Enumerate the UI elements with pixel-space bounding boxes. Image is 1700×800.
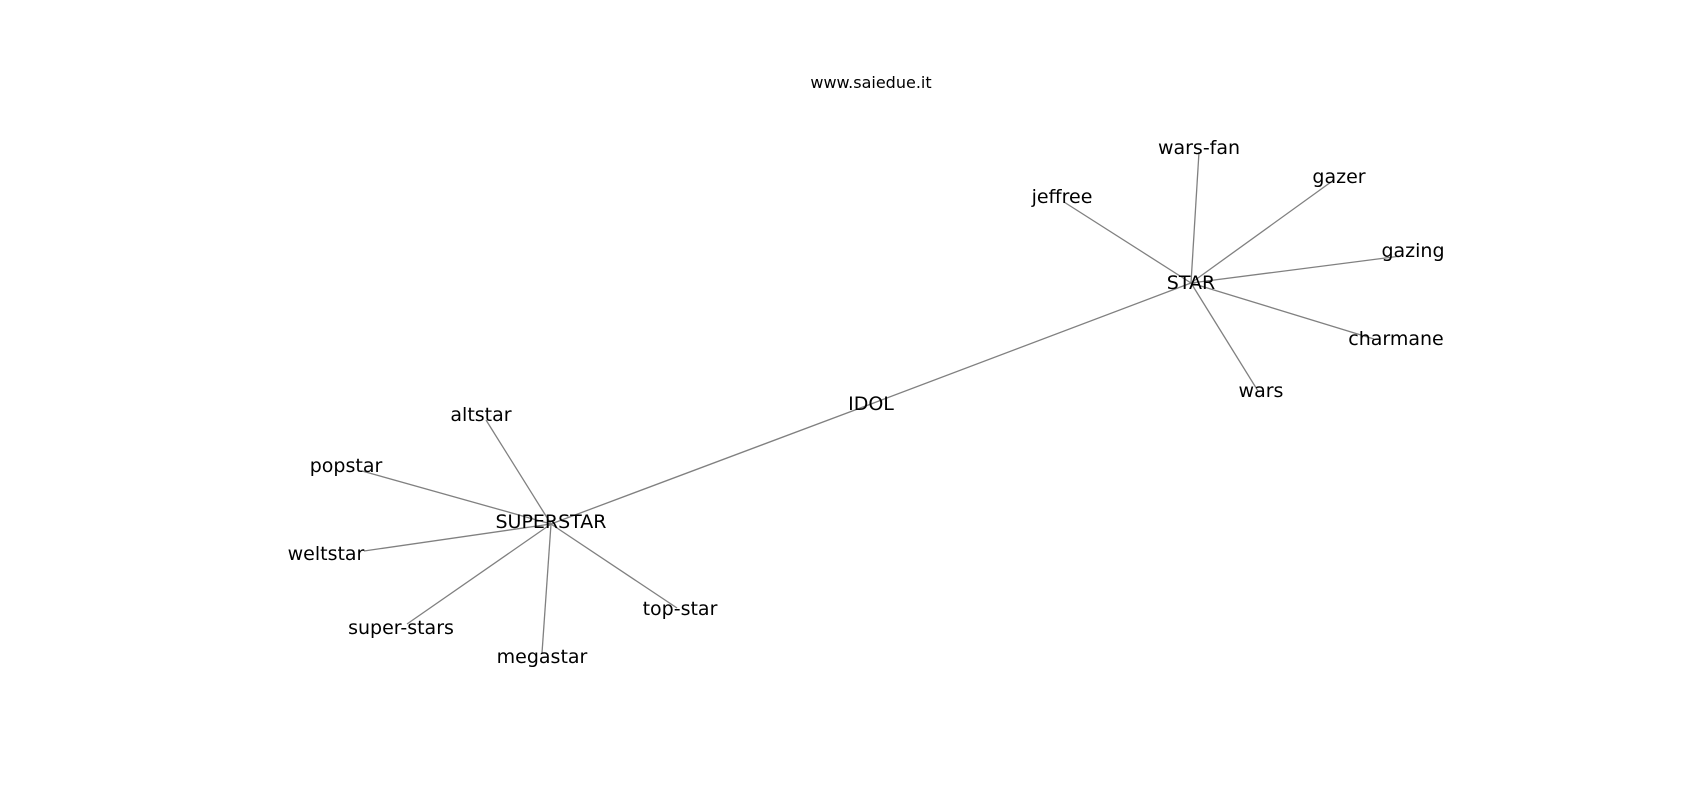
node-label-star: STAR bbox=[1167, 272, 1215, 294]
labels-layer: IDOL STAR SUPERSTAR wars-fan gazer jeffree gaz… bbox=[288, 137, 1445, 668]
edge-superstar-super-stars bbox=[406, 523, 552, 625]
node-label-idol: IDOL bbox=[848, 393, 894, 415]
node-label-weltstar: weltstar bbox=[288, 543, 365, 565]
edge-superstar-altstar bbox=[485, 419, 552, 525]
edge-star-gazer bbox=[1190, 181, 1332, 284]
node-label-megastar: megastar bbox=[497, 646, 588, 668]
edge-star-gazing bbox=[1190, 255, 1402, 284]
node-label-gazer: gazer bbox=[1312, 166, 1365, 188]
watermark-text: www.saiedue.it bbox=[810, 73, 931, 92]
edge-superstar-megastar bbox=[541, 523, 552, 654]
node-label-jeffree: jeffree bbox=[1031, 186, 1093, 208]
node-label-popstar: popstar bbox=[310, 455, 383, 477]
edge-idol-star bbox=[870, 282, 1192, 405]
edge-superstar-top-star bbox=[550, 523, 678, 609]
edge-superstar-weltstar bbox=[363, 523, 552, 552]
edge-star-jeffree bbox=[1063, 201, 1192, 284]
edge-idol-superstar bbox=[550, 403, 872, 525]
node-label-charmane: charmane bbox=[1348, 328, 1444, 350]
node-label-wars-fan: wars-fan bbox=[1158, 137, 1240, 159]
edge-star-wars bbox=[1190, 282, 1259, 392]
edge-star-charmane bbox=[1190, 282, 1375, 340]
node-label-altstar: altstar bbox=[450, 404, 511, 426]
node-label-superstar: SUPERSTAR bbox=[495, 511, 606, 533]
edge-star-wars-fan bbox=[1190, 151, 1200, 284]
node-label-top-star: top-star bbox=[643, 598, 718, 620]
edges-layer bbox=[361, 151, 1402, 654]
node-label-gazing: gazing bbox=[1381, 240, 1444, 262]
node-label-super-stars: super-stars bbox=[348, 617, 454, 639]
node-label-wars: wars bbox=[1239, 380, 1284, 402]
edge-superstar-popstar bbox=[361, 470, 552, 525]
